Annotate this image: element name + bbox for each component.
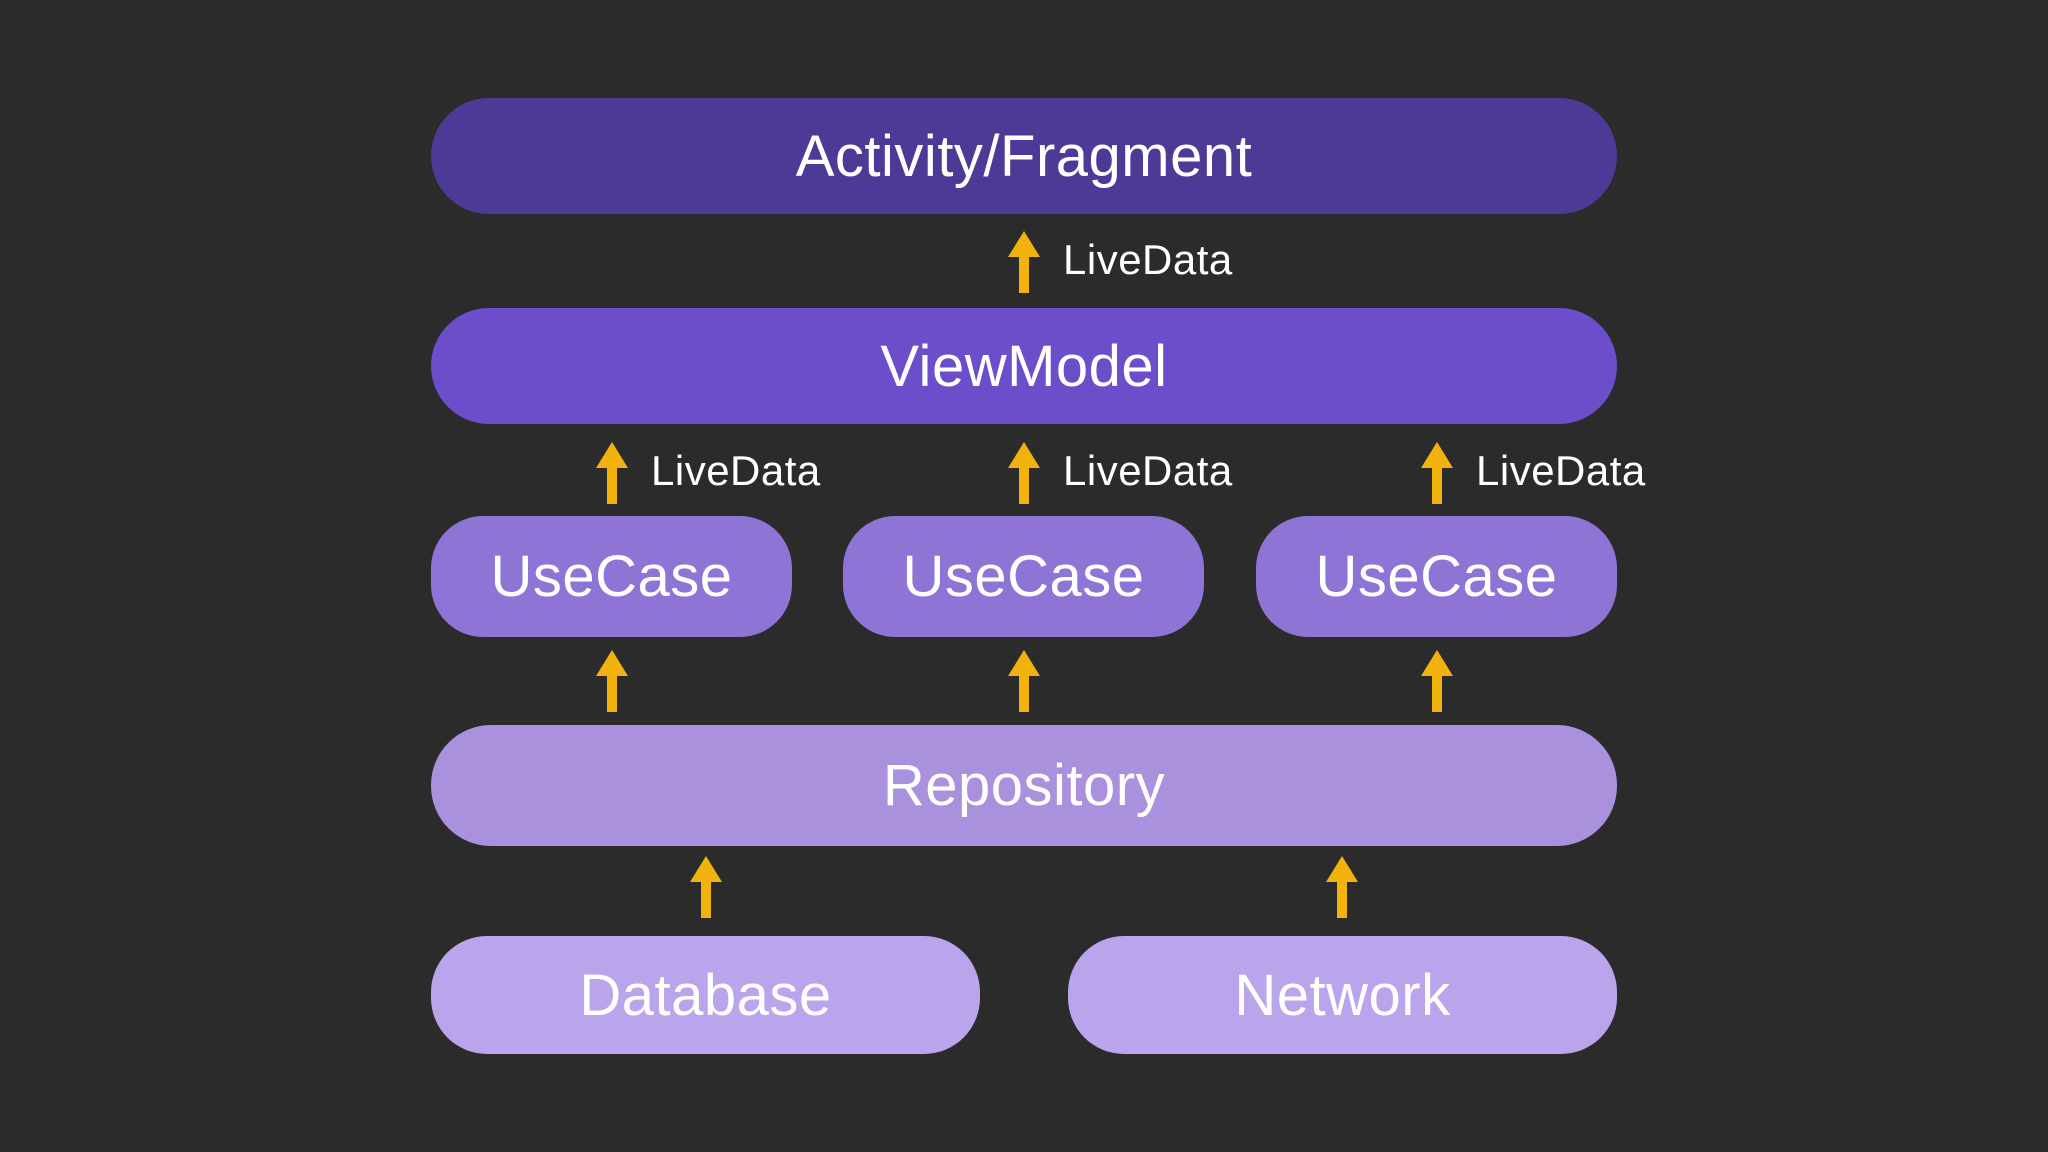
livedata-label: LiveData [1063,447,1233,494]
flow-arrow [595,650,629,712]
livedata-label: LiveData [651,447,821,494]
viewmodel-label: ViewModel [880,333,1168,399]
repository-box: Repository [431,725,1617,846]
database-box: Database [431,936,980,1054]
activity-fragment-label: Activity/Fragment [795,123,1253,189]
up-arrow-icon [1008,650,1040,712]
up-arrow-icon [690,856,722,918]
network-box: Network [1068,936,1617,1054]
flow-arrow [1325,856,1359,918]
livedata-arrow-center: LiveData [1007,442,1233,504]
livedata-label: LiveData [1476,447,1646,494]
up-arrow-icon [1326,856,1358,918]
up-arrow-icon [1421,442,1453,504]
flow-arrow [1420,650,1454,712]
flow-arrow [1007,650,1041,712]
usecase-box-3: UseCase [1256,516,1617,637]
livedata-arrow-right: LiveData [1420,442,1646,504]
up-arrow-icon [596,650,628,712]
usecase-label: UseCase [902,544,1145,609]
usecase-label: UseCase [1315,544,1558,609]
usecase-box-1: UseCase [431,516,792,637]
activity-fragment-box: Activity/Fragment [431,98,1617,214]
architecture-diagram: Activity/Fragment LiveData ViewModel Liv… [431,0,1645,1152]
up-arrow-icon [1421,650,1453,712]
livedata-arrow-left: LiveData [595,442,821,504]
database-label: Database [579,962,832,1028]
livedata-label: LiveData [1063,236,1233,283]
flow-arrow [689,856,723,918]
up-arrow-icon [1008,231,1040,293]
viewmodel-box: ViewModel [431,308,1617,424]
network-label: Network [1234,962,1451,1028]
repository-label: Repository [882,753,1166,818]
usecase-label: UseCase [490,544,733,609]
usecase-box-2: UseCase [843,516,1204,637]
up-arrow-icon [596,442,628,504]
livedata-arrow-top: LiveData [1007,231,1233,293]
up-arrow-icon [1008,442,1040,504]
